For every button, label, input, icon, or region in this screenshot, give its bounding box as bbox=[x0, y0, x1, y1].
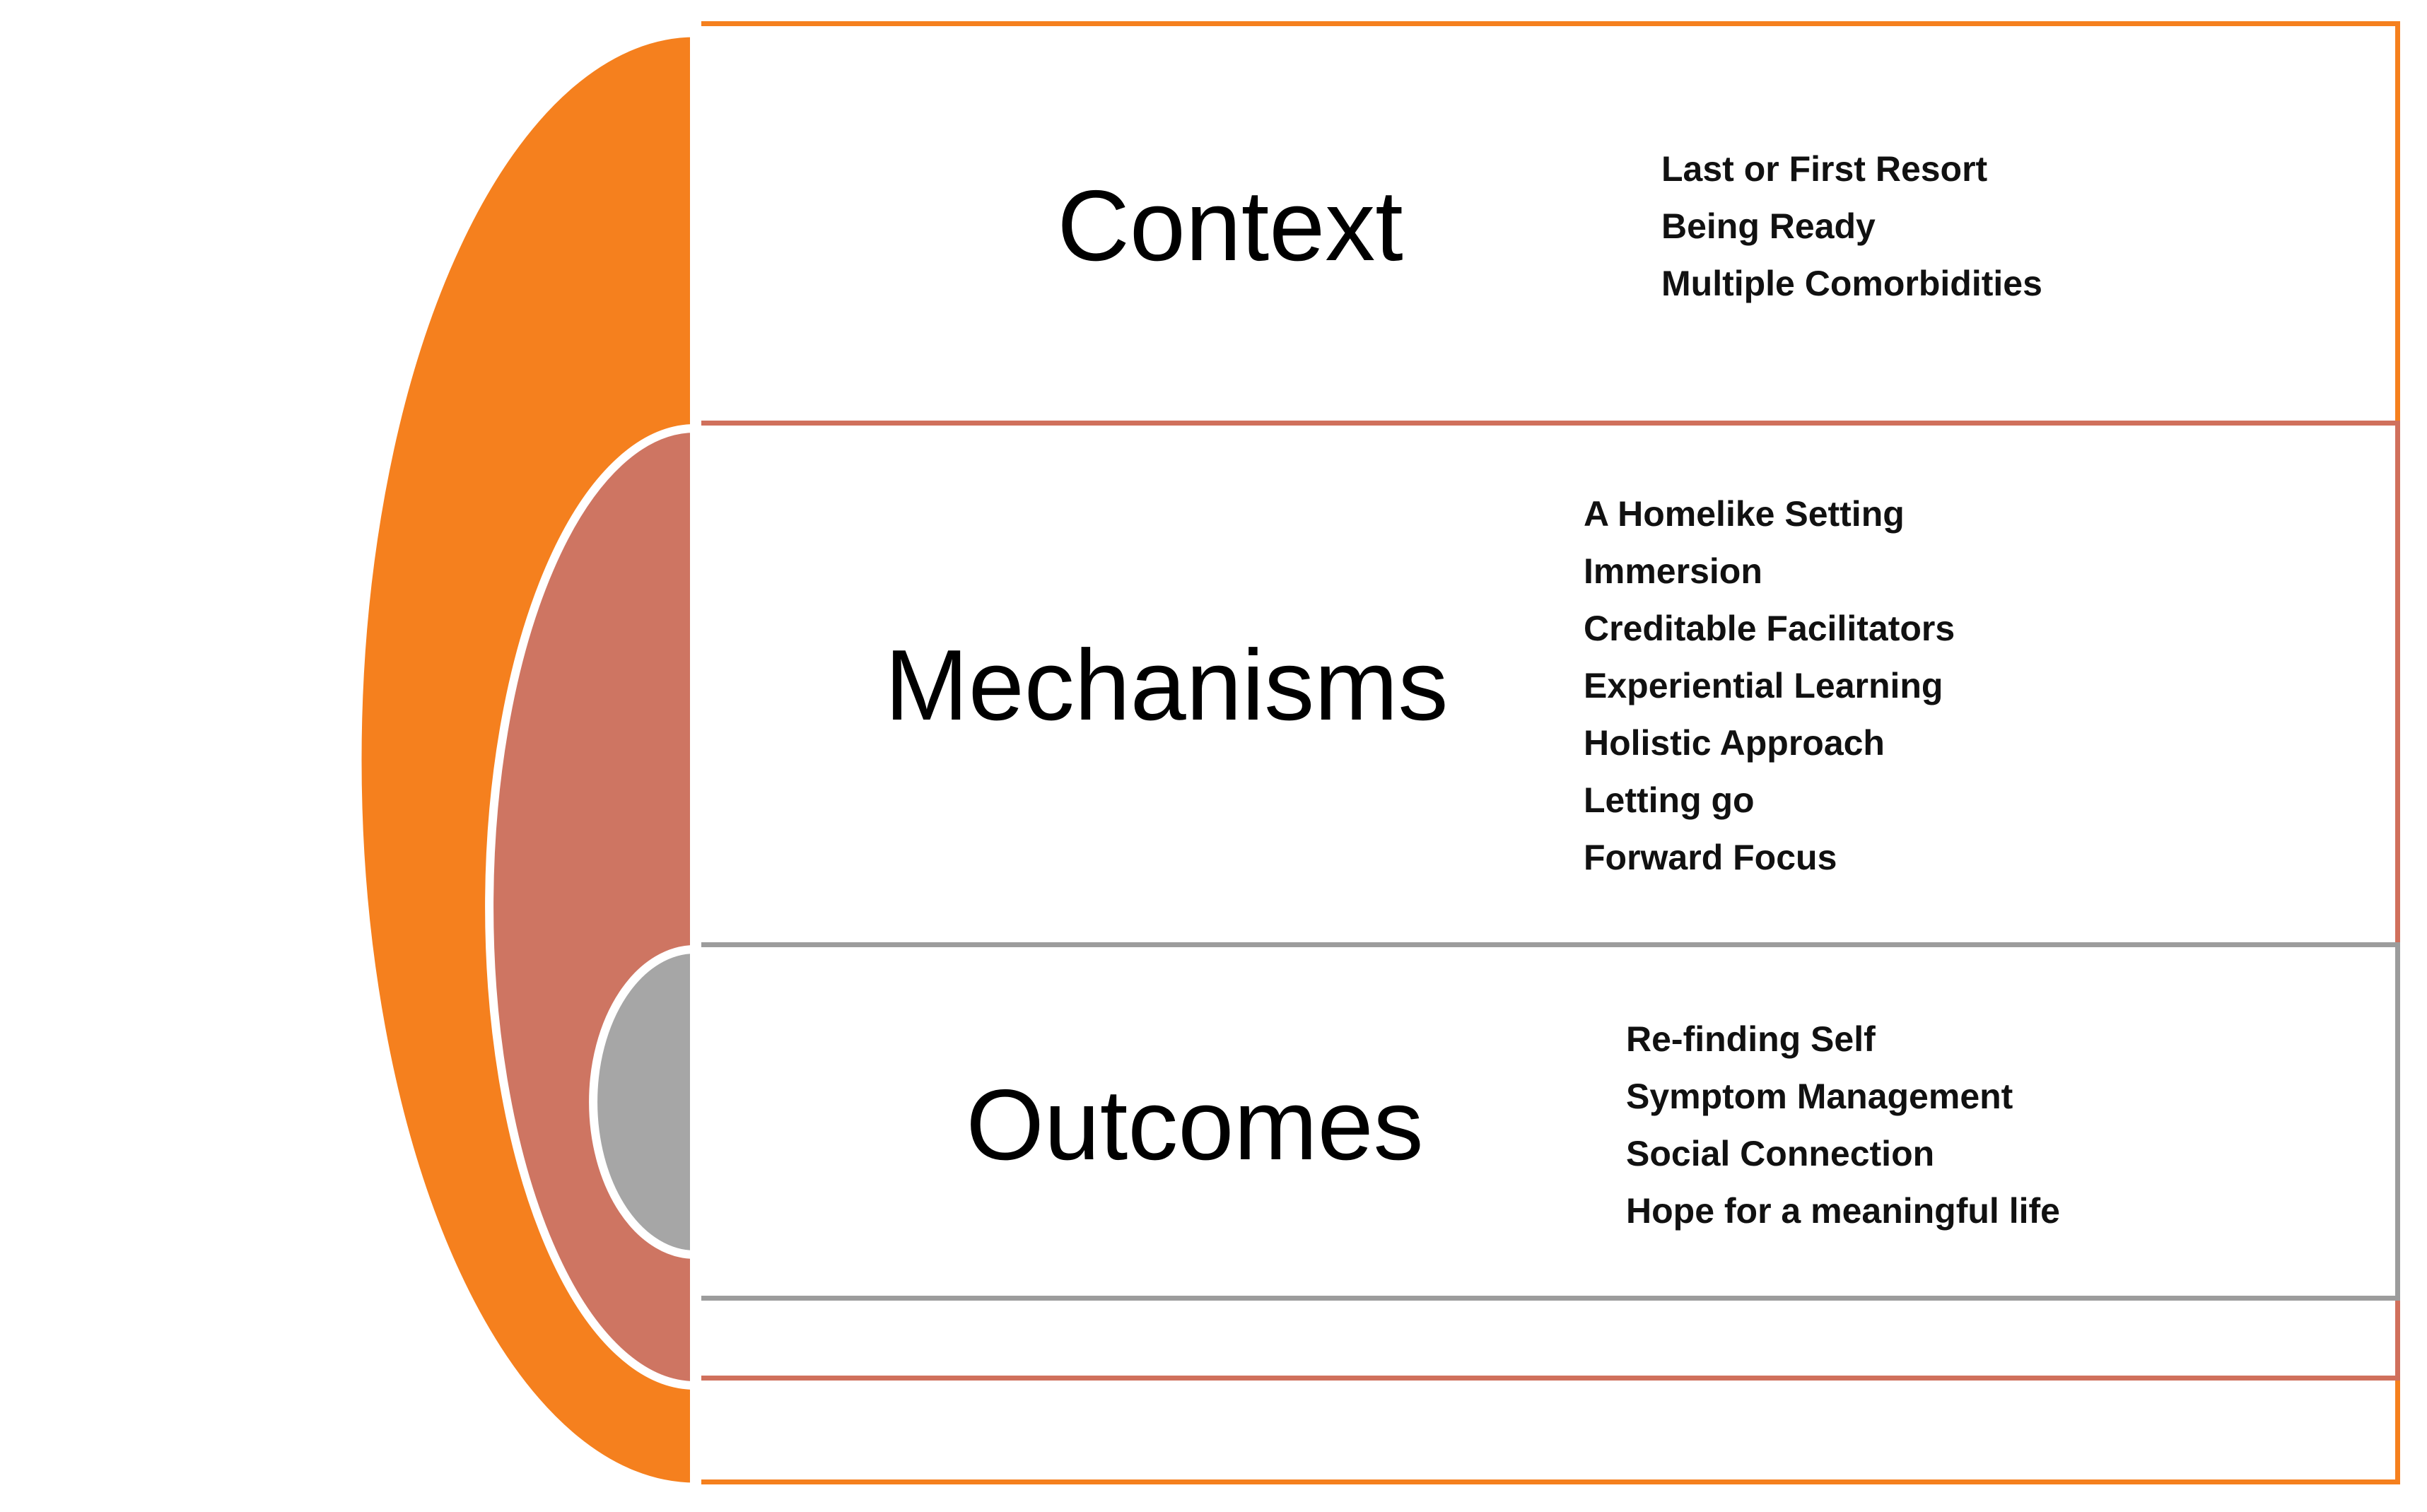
mechanisms-item: A Homelike Setting bbox=[1584, 493, 1905, 534]
mechanisms-item: Holistic Approach bbox=[1584, 722, 1885, 763]
mechanisms-item: Letting go bbox=[1584, 780, 1755, 820]
context-item: Multiple Comorbidities bbox=[1661, 263, 2042, 303]
outcomes-item: Hope for a meaningful life bbox=[1626, 1191, 2060, 1231]
mechanisms-item: Creditable Facilitators bbox=[1584, 608, 1955, 648]
mechanisms-row: Mechanisms A Homelike Setting Immersion … bbox=[707, 431, 2390, 940]
context-row: Context Last or First Resort Being Ready… bbox=[707, 35, 2390, 417]
outcomes-item: Social Connection bbox=[1626, 1134, 1935, 1173]
outcomes-item: Re-finding Self bbox=[1626, 1019, 1876, 1059]
mechanisms-item-list: A Homelike Setting Immersion Creditable … bbox=[1584, 486, 1955, 886]
outcomes-half-ellipse bbox=[589, 944, 699, 1260]
outcomes-item: Symptom Management bbox=[1626, 1077, 2013, 1116]
outcomes-item-list: Re-finding Self Symptom Management Socia… bbox=[1626, 1011, 2060, 1240]
context-item: Last or First Resort bbox=[1661, 148, 1988, 189]
mechanisms-item: Experiential Learning bbox=[1584, 665, 1943, 705]
context-heading: Context bbox=[1057, 170, 1403, 282]
context-item-list: Last or First Resort Being Ready Multipl… bbox=[1661, 141, 2042, 312]
outcomes-heading: Outcomes bbox=[966, 1069, 1424, 1181]
mechanisms-item: Forward Focus bbox=[1584, 837, 1837, 877]
mechanisms-item: Immersion bbox=[1584, 551, 1762, 591]
outcomes-row: Outcomes Re-finding Self Symptom Managem… bbox=[707, 953, 2390, 1298]
mechanisms-heading: Mechanisms bbox=[884, 629, 1449, 742]
frame-left-edge-mask bbox=[690, 21, 701, 1489]
context-item: Being Ready bbox=[1661, 206, 1876, 246]
